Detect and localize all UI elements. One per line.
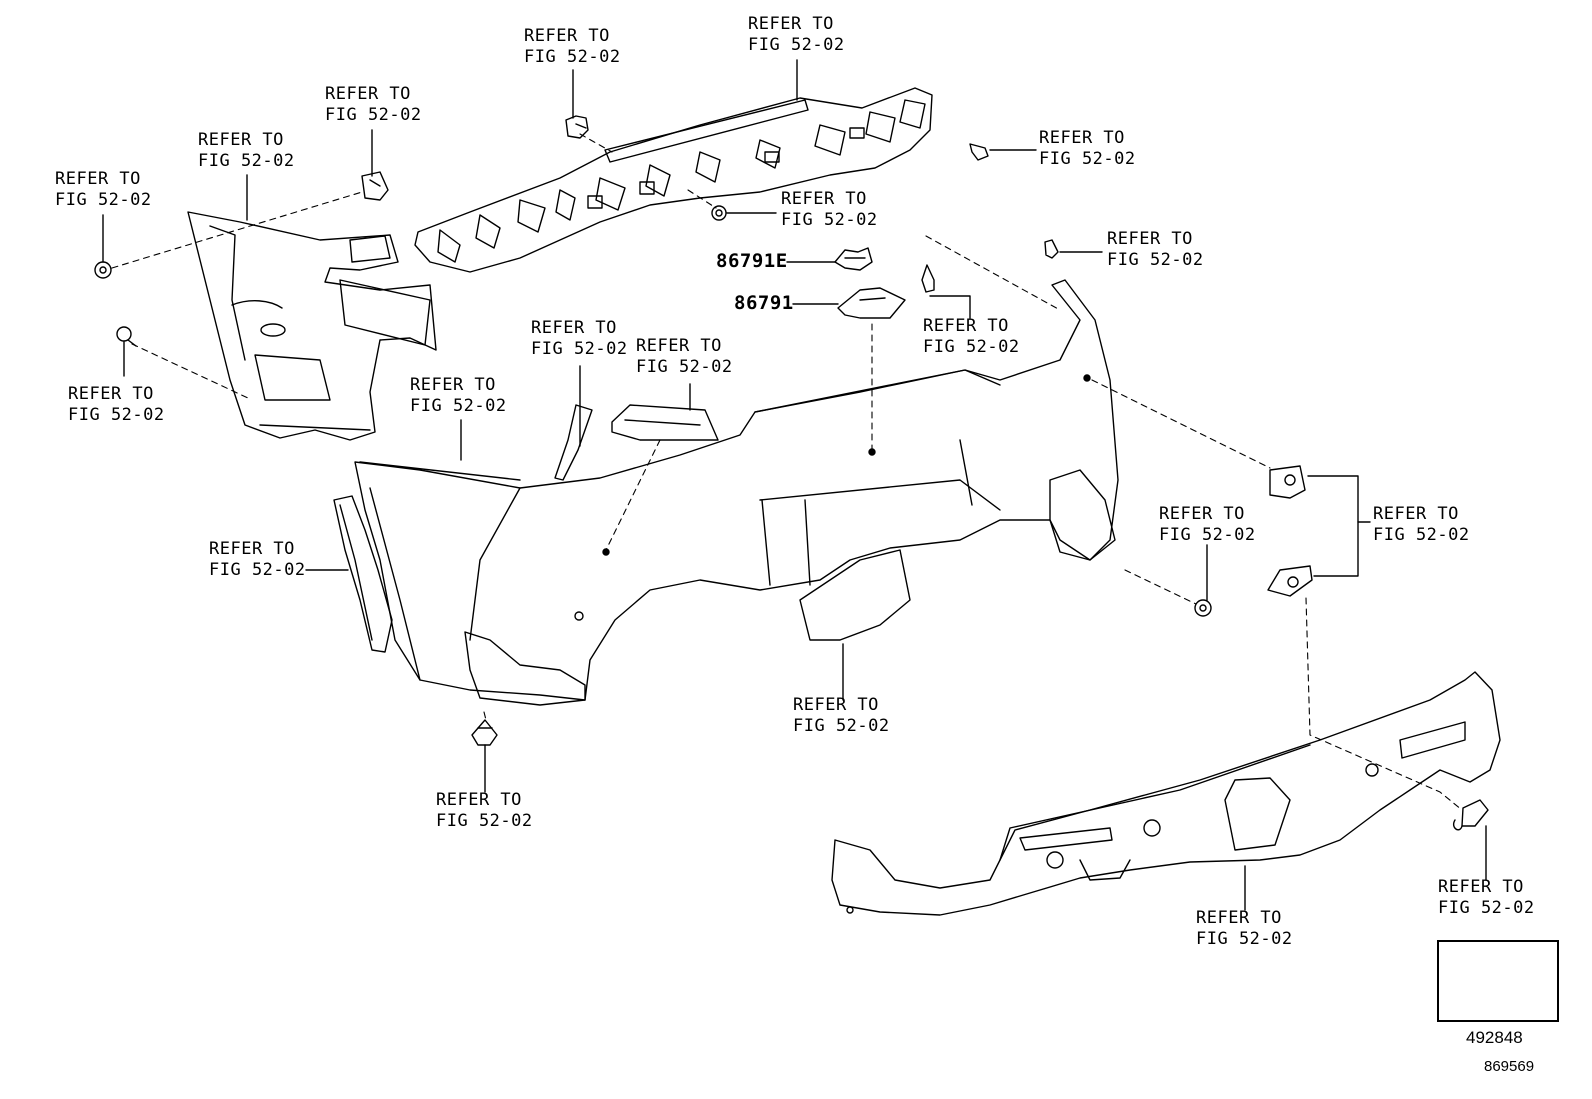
refer-line: REFER TO [1039, 128, 1125, 148]
refer-line: REFER TO [531, 318, 617, 338]
refer-line: REFER TO [1107, 229, 1193, 249]
fig-line: FIG 52-02 [1373, 525, 1470, 545]
fig-line: FIG 52-02 [55, 190, 152, 210]
fig-line: FIG 52-02 [68, 405, 165, 425]
orientation-box [1437, 940, 1559, 1022]
leader-lines [102, 59, 1487, 911]
refer-line: REFER TO [55, 169, 141, 189]
fig-line: FIG 52-02 [410, 396, 507, 416]
refer-line: REFER TO [636, 336, 722, 356]
refer-line: REFER TO [68, 384, 154, 404]
left-molding-strip [333, 495, 393, 653]
part-number-86791e[interactable]: 86791E [716, 250, 788, 272]
refer-line: REFER TO [209, 539, 295, 559]
fig-line: FIG 52-02 [1039, 149, 1136, 169]
fig-line: FIG 52-02 [209, 560, 306, 580]
refer-line: REFER TO [923, 316, 1009, 336]
left-side-retainer [187, 211, 437, 441]
refer-line: REFER TO [1196, 908, 1282, 928]
refer-line: REFER TO [1373, 504, 1459, 524]
refer-line: REFER TO [410, 375, 496, 395]
refer-line: REFER TO [524, 26, 610, 46]
fig-line: FIG 52-02 [325, 105, 422, 125]
fig-line: FIG 52-02 [748, 35, 845, 55]
fasteners [94, 115, 1489, 831]
refer-line: REFER TO [748, 14, 834, 34]
figure-code: 869569 [1484, 1058, 1535, 1075]
fig-line: FIG 52-02 [781, 210, 878, 230]
fig-line: FIG 52-02 [531, 339, 628, 359]
fig-line: FIG 52-02 [524, 47, 621, 67]
illustration-code: 492848 [1466, 1028, 1523, 1047]
fig-line: FIG 52-02 [198, 151, 295, 171]
refer-line: REFER TO [198, 130, 284, 150]
fig-line: FIG 52-02 [636, 357, 733, 377]
bumper-reinforcement [414, 87, 933, 273]
fig-line: FIG 52-02 [923, 337, 1020, 357]
fig-line: FIG 52-02 [1438, 898, 1535, 918]
refer-line: REFER TO [325, 84, 411, 104]
bumper-cover [354, 279, 1119, 706]
refer-line: REFER TO [1159, 504, 1245, 524]
fig-line: FIG 52-02 [1159, 525, 1256, 545]
refer-line: REFER TO [436, 790, 522, 810]
fig-line: FIG 52-02 [1196, 929, 1293, 949]
dashed-lines [111, 133, 1463, 811]
fig-line: FIG 52-02 [436, 811, 533, 831]
fig-line: FIG 52-02 [1107, 250, 1204, 270]
fig-line: FIG 52-02 [793, 716, 890, 736]
part-number-86791[interactable]: 86791 [734, 292, 794, 314]
left-reflector [554, 404, 719, 481]
refer-line: REFER TO [793, 695, 879, 715]
refer-line: REFER TO [1438, 877, 1524, 897]
lower-diffuser [831, 671, 1501, 916]
refer-line: REFER TO [781, 189, 867, 209]
